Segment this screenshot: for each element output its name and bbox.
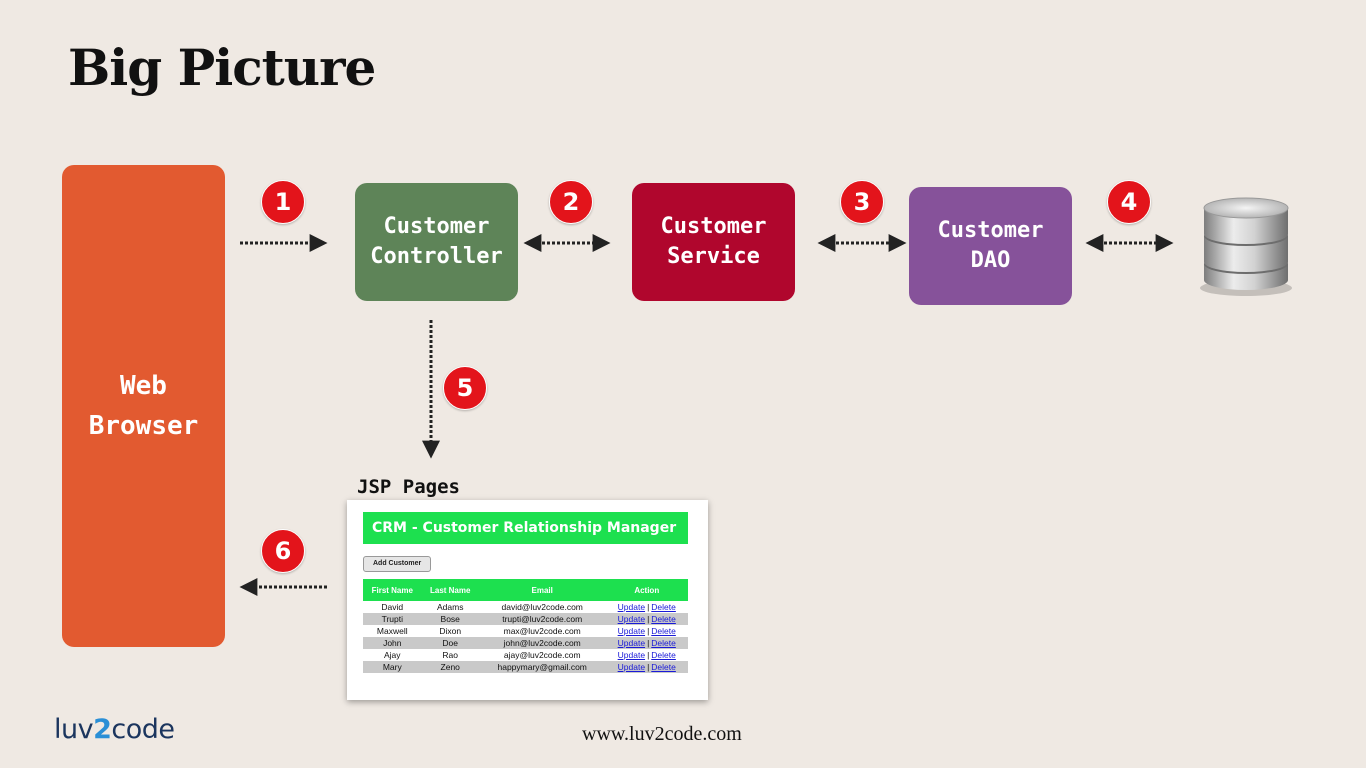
action-separator: |: [647, 650, 650, 660]
action-separator: |: [647, 638, 650, 648]
action-separator: |: [647, 662, 650, 672]
service-label-line-2: Service: [667, 244, 760, 269]
step-badge-6: 6: [261, 529, 305, 573]
update-link[interactable]: Update: [617, 662, 646, 672]
jsp-pages-label: JSP Pages: [357, 476, 460, 498]
column-header-email: Email: [478, 579, 606, 601]
table-row: David Adams david@luv2code.com Update|Delet…: [363, 601, 688, 613]
step-badge-1: 1: [261, 180, 305, 224]
cell-email: trupti@luv2code.com: [478, 613, 606, 625]
cell-action: Update|Delete: [605, 661, 688, 673]
cell-email: happymary@gmail.com: [478, 661, 606, 673]
cell-action: Update|Delete: [605, 637, 688, 649]
column-header-action: Action: [605, 579, 688, 601]
dao-label-line-1: Customer: [937, 218, 1044, 243]
cell-last-name: Doe: [421, 637, 479, 649]
cell-email: ajay@luv2code.com: [503, 650, 581, 660]
logo-text-luv: luv: [54, 714, 94, 745]
crm-header: CRM - Customer Relationship Manager: [363, 512, 688, 544]
delete-link[interactable]: Delete: [651, 626, 676, 636]
cell-action: Update|Delete: [605, 613, 688, 625]
website-url: www.luv2code.com: [582, 723, 742, 745]
action-separator: |: [647, 614, 650, 624]
cell-action: Update|Delete: [606, 625, 688, 637]
step-badge-4: 4: [1107, 180, 1151, 224]
update-link[interactable]: Update: [617, 614, 646, 624]
browser-label-line-2: Browser: [88, 411, 199, 441]
delete-link[interactable]: Delete: [651, 650, 676, 660]
cell-last-name: Adams: [436, 602, 464, 612]
update-link[interactable]: Update: [617, 650, 646, 660]
cell-email: john@luv2code.com: [478, 637, 606, 649]
table-row: Ajay Rao ajay@luv2code.com Update|Delete: [363, 649, 688, 661]
cell-first-name: Ajay: [384, 650, 401, 660]
step-badge-3: 3: [840, 180, 884, 224]
cell-last-name: Zeno: [421, 661, 479, 673]
slide-title: Big Picture: [68, 38, 376, 97]
cell-email: max@luv2code.com: [503, 626, 581, 636]
service-label-line-1: Customer: [660, 214, 767, 239]
cell-last-name: Bose: [421, 613, 479, 625]
delete-link[interactable]: Delete: [651, 602, 676, 612]
cell-first-name: David: [381, 602, 404, 612]
cell-first-name: John: [363, 637, 422, 649]
step-badge-5: 5: [443, 366, 487, 410]
update-link[interactable]: Update: [617, 602, 646, 612]
logo-text-2: 2: [93, 714, 112, 745]
column-header-first-name: First Name: [363, 579, 422, 601]
cell-first-name: Trupti: [363, 613, 422, 625]
step-badge-2: 2: [549, 180, 593, 224]
cell-last-name: Dixon: [439, 626, 462, 636]
controller-label-line-1: Customer: [383, 214, 490, 239]
delete-link[interactable]: Delete: [651, 638, 676, 648]
logo-text-code: code: [111, 714, 175, 745]
cell-first-name: Maxwell: [376, 626, 408, 636]
action-separator: |: [647, 602, 650, 612]
update-link[interactable]: Update: [617, 638, 646, 648]
delete-link[interactable]: Delete: [651, 662, 676, 672]
database-icon: [1200, 197, 1292, 296]
add-customer-button[interactable]: Add Customer: [363, 556, 432, 572]
cell-first-name: Mary: [363, 661, 422, 673]
delete-link[interactable]: Delete: [651, 614, 676, 624]
table-row: Maxwell Dixon max@luv2code.com Update|Delet…: [363, 625, 688, 637]
cell-action: Update|Delete: [606, 649, 688, 661]
cell-last-name: Rao: [442, 650, 459, 660]
jsp-page-preview: CRM - Customer Relationship Manager Add …: [347, 500, 708, 700]
update-link[interactable]: Update: [617, 626, 646, 636]
luv2code-logo: luv2code: [54, 714, 175, 745]
browser-label-line-1: Web: [120, 371, 167, 401]
controller-label-line-2: Controller: [370, 244, 503, 269]
cell-action: Update|Delete: [606, 601, 688, 613]
cell-email: david@luv2code.com: [501, 602, 583, 612]
action-separator: |: [647, 626, 650, 636]
column-header-last-name: Last Name: [421, 579, 479, 601]
dao-label-line-2: DAO: [970, 248, 1011, 273]
